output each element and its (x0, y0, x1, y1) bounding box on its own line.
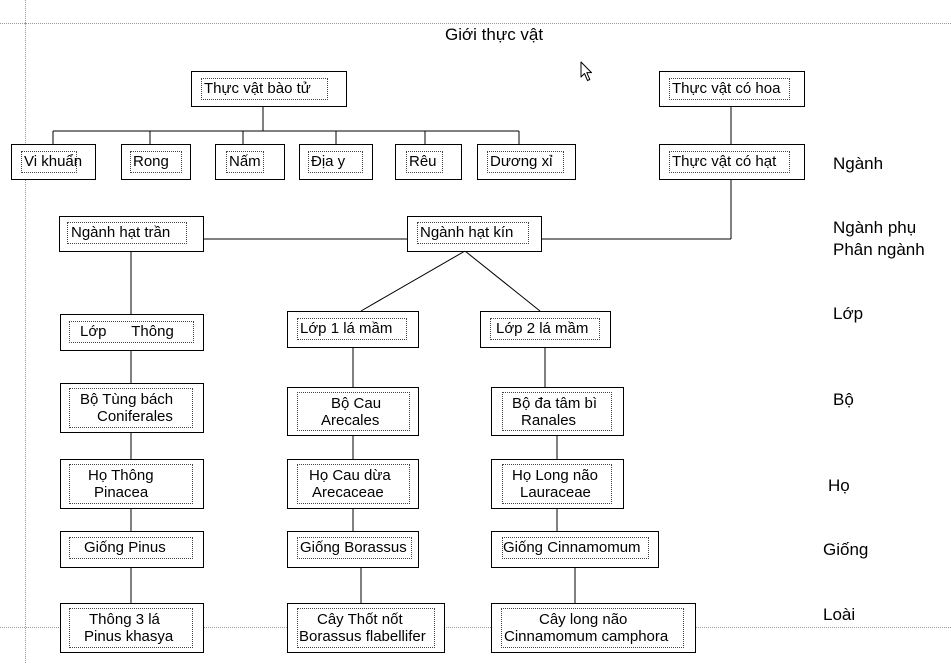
node-label-line-2: Cinnamomum camphora (504, 628, 669, 645)
node-label: Lớp 2 lá mầm (496, 320, 589, 337)
rank-label-nganh: Ngành (833, 154, 884, 173)
node-label: Rong (133, 153, 169, 170)
rank-label-phan-nganh: Phân ngành (833, 240, 925, 259)
node-lop-1-la-mam: Lớp 1 lá mầm (287, 311, 419, 348)
node-label-line-1: Bộ Tùng bách (80, 391, 174, 408)
node-label: Vi khuẩn (24, 153, 83, 170)
node-label-line-2: Borassus flabellifer (299, 628, 426, 645)
node-label: Giống Pinus (84, 539, 166, 556)
node-label-line-1: Bộ đa tâm bì (512, 395, 598, 412)
page-margin-guide-top (25, 23, 951, 24)
node-label: Giống Borassus (300, 539, 407, 556)
connector (360, 250, 466, 312)
node-label-line-1: Cây long não (539, 611, 628, 628)
node-thuc-vat-co-hoa: Thực vật có hoa (659, 71, 805, 107)
node-reu: Rêu (395, 144, 462, 180)
node-label-line-2: Pinus khasya (84, 628, 174, 645)
node-label: Ngành hạt trần (71, 224, 171, 241)
rank-label-loai: Loài (823, 605, 856, 624)
node-nganh-hat-tran: Ngành hạt trần (59, 216, 204, 252)
node-nganh-hat-kin: Ngành hạt kín (407, 216, 542, 252)
node-giong-pinus: Giống Pinus (60, 531, 204, 568)
node-label-line-1: Thông 3 lá (89, 611, 160, 628)
node-label: Dương xỉ (490, 153, 553, 170)
node-label: Thực vật bào tử (204, 80, 311, 97)
node-label: Địa y (311, 153, 346, 170)
node-vi-khuan: Vi khuẩn (11, 144, 96, 180)
node-label-line-2: Arecaceae (312, 484, 384, 501)
node-label: Thực vật có hạt (672, 153, 777, 170)
node-label-line-1: Họ Long não (512, 467, 598, 484)
node-label-line-2: Lauraceae (520, 484, 591, 501)
node-label: Nấm (229, 153, 261, 170)
connector (464, 250, 541, 312)
node-thuc-vat-co-hat: Thực vật có hạt (659, 144, 805, 180)
node-label-line-1: Họ Cau dừa (309, 467, 391, 484)
rank-label-ho: Họ (828, 476, 850, 495)
node-label-line-1: Bộ Cau (331, 395, 382, 412)
node-duong-xi: Dương xỉ (477, 144, 576, 180)
mouse-pointer-icon (580, 61, 592, 81)
node-label: Lớp Thông (80, 323, 174, 340)
rank-label-nganh-phu: Ngành phụ (833, 218, 917, 237)
node-giong-borassus: Giống Borassus (287, 531, 419, 568)
rank-label-lop: Lớp (833, 304, 864, 323)
node-label: Rêu (409, 153, 437, 170)
rank-label-bo: Bộ (833, 390, 854, 409)
page-margin-guide-bottom (0, 627, 951, 628)
node-label-line-2: Pinacea (94, 484, 149, 501)
node-giong-cinnamomum: Giống Cinnamomum (491, 531, 659, 568)
node-lop-thong: Lớp Thông (60, 314, 204, 351)
node-label-line-2: Coniferales (97, 408, 173, 425)
node-dia-y: Địa y (299, 144, 373, 180)
node-rong: Rong (121, 144, 191, 180)
node-label-line-1: Họ Thông (88, 467, 154, 484)
node-nam: Nấm (215, 144, 285, 180)
diagram-title: Giới thực vật (445, 25, 544, 44)
node-lop-2-la-mam: Lớp 2 lá mầm (480, 311, 611, 348)
node-label: Thực vật có hoa (672, 80, 781, 97)
node-label: Giống Cinnamomum (503, 539, 641, 556)
page-corner-guide (0, 23, 25, 24)
rank-label-giong: Giống (823, 540, 869, 559)
node-label-line-2: Arecales (321, 412, 380, 429)
node-label: Lớp 1 lá mầm (300, 320, 393, 337)
node-label-line-2: Ranales (521, 412, 577, 429)
page-margin-guide-left (25, 0, 26, 663)
node-label-line-1: Cây Thốt nốt (317, 611, 403, 628)
node-label: Ngành hạt kín (420, 224, 514, 241)
node-thuc-vat-bao-tu: Thực vật bào tử (191, 71, 347, 107)
